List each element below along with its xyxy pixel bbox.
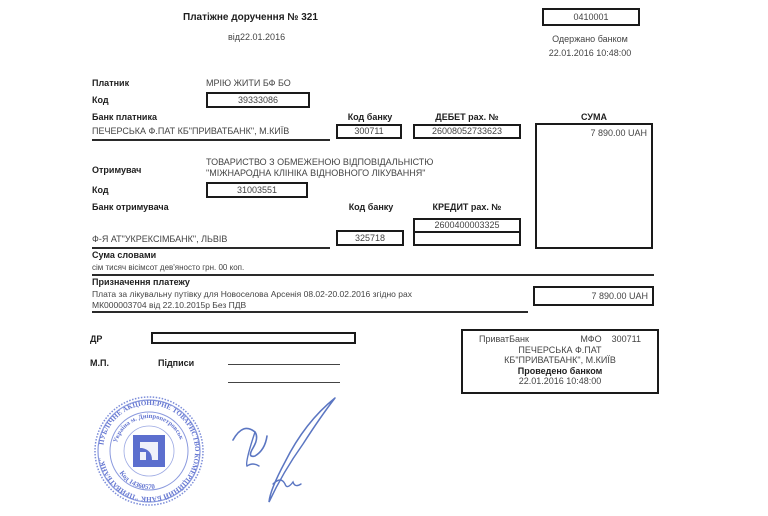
payer-code-box: 39333086 [206, 92, 310, 108]
payer-bank-label: Банк платника [92, 112, 157, 122]
mp-label: М.П. [90, 358, 109, 368]
stamp-line3: КБ"ПРИВАТБАНК", М.КИЇВ [504, 355, 616, 365]
recipient-name-line2: "МІЖНАРОДНА КЛІНІКА ВІДНОВНОГО ЛІКУВАННЯ… [206, 168, 426, 178]
document-title: Платіжне доручення № 321 [183, 12, 318, 23]
stamp-mfo-label: МФО [580, 334, 602, 344]
dr-label: ДР [90, 334, 103, 344]
bank-seal: ПУБЛІЧНЕ АКЦІОНЕРНЕ ТОВАРИСТВО КОМЕРЦІЙН… [92, 394, 206, 508]
recipient-bank-code-label: Код банку [348, 202, 394, 212]
purpose-amount-value: 7 890.00 UAH [591, 291, 648, 301]
signature-icon [232, 397, 336, 503]
signature-line-2 [228, 382, 340, 383]
payer-name: МРІЮ ЖИТИ БФ БО [206, 78, 291, 88]
payer-code-label: Код [92, 95, 109, 105]
signature-line-1 [228, 364, 340, 365]
amount-value: 7 890.00 UAH [590, 128, 647, 138]
stamp-mfo: 300711 [611, 334, 641, 344]
debit-label: ДЕБЕТ рах. № [435, 112, 499, 122]
amount-words-label: Сума словами [92, 250, 157, 260]
stamp-processed-label: Проведено банком [517, 366, 603, 376]
purpose-amount-box: 7 890.00 UAH [533, 286, 654, 306]
purpose-line2: МК000003704 від 22.10.2015р Без ПДВ [92, 300, 247, 310]
received-datetime: 22.01.2016 10:48:00 [548, 48, 632, 58]
debit-account-box: 26008052733623 [413, 124, 521, 139]
payer-bank-underline [92, 139, 330, 141]
recipient-bank-code-box: 325718 [336, 230, 404, 246]
recipient-code-label: Код [92, 185, 109, 195]
recipient-name-line1: ТОВАРИСТВО З ОБМЕЖЕНОЮ ВІДПОВІДАЛЬНІСТЮ [206, 157, 434, 167]
received-label: Одержано банком [552, 34, 628, 44]
purpose-label: Призначення платежу [92, 277, 190, 287]
credit-label: КРЕДИТ рах. № [432, 202, 502, 212]
recipient-bank-name: Ф-Я АТ"УКРЕКСІМБАНК", ЛЬВІВ [92, 234, 228, 244]
recipient-bank-underline [92, 247, 330, 249]
purpose-underline [92, 311, 528, 313]
dr-box [151, 332, 356, 344]
payer-bank-name: ПЕЧЕРСЬКА Ф.ПАТ КБ"ПРИВАТБАНК", М.КИЇВ [92, 126, 290, 136]
amount-box: 7 890.00 UAH [535, 123, 653, 249]
purpose-line1: Плата за лікувальну путівку для Новосело… [92, 289, 412, 299]
document-date: від22.01.2016 [228, 32, 286, 42]
signatures-label: Підписи [158, 358, 195, 368]
form-code-box: 0410001 [542, 8, 640, 26]
amount-words-value: сім тисяч вісімсот дев'яносто грн. 00 ко… [92, 263, 245, 272]
amount-label: СУМА [581, 112, 607, 122]
handwritten-signature [225, 392, 345, 510]
bank-processing-stamp: ПриватБанк МФО 300711 ПЕЧЕРСЬКА Ф.ПАТ КБ… [461, 329, 659, 394]
payer-bank-code-box: 300711 [336, 124, 402, 139]
amount-words-underline [92, 274, 654, 276]
recipient-code-box: 31003551 [206, 182, 308, 198]
stamp-bank: ПриватБанк [479, 334, 529, 344]
recipient-label: Отримувач [92, 165, 142, 175]
privatbank-seal-icon: ПУБЛІЧНЕ АКЦІОНЕРНЕ ТОВАРИСТВО КОМЕРЦІЙН… [94, 396, 204, 506]
credit-account-extra-box [413, 231, 521, 246]
payer-bank-code-label: Код банку [347, 112, 393, 122]
recipient-bank-label: Банк отримувача [92, 202, 169, 212]
stamp-processed-datetime: 22.01.2016 10:48:00 [518, 376, 602, 386]
payer-label: Платник [92, 78, 130, 88]
stamp-line2: ПЕЧЕРСЬКА Ф.ПАТ [518, 345, 602, 355]
